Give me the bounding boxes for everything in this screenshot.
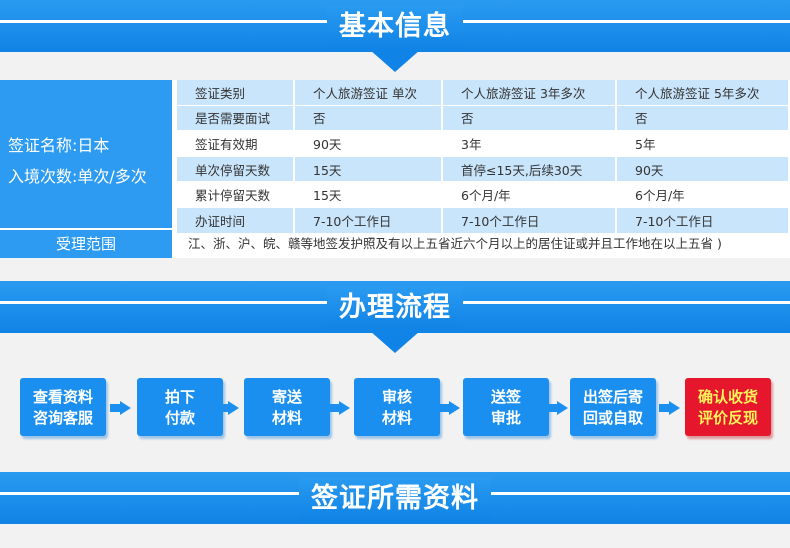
- cell-five-year: 7-10个工作日: [615, 207, 788, 234]
- step-line: 拍下: [164, 388, 195, 406]
- step-return-or-pickup: 出签后寄 回或自取: [570, 378, 656, 436]
- step-submit-approval: 送签 审批: [463, 378, 549, 436]
- cell-single: 7-10个工作日: [293, 207, 442, 234]
- cell-single: 15天: [293, 156, 442, 183]
- cell-three-year: 3年: [441, 130, 616, 157]
- table-row: 是否需要面试 否 否 否: [177, 105, 788, 132]
- table-row: 累计停留天数 15天 6个月/年 6个月/年: [177, 181, 788, 208]
- step-line: 材料: [271, 409, 302, 427]
- scope-label: 受理范围: [0, 230, 172, 258]
- cell-single: 否: [293, 105, 442, 132]
- step-line: 寄送: [271, 388, 302, 406]
- section-title: 办理流程: [0, 286, 790, 336]
- section-title: 签证所需资料: [0, 477, 790, 527]
- cell-five-year: 否: [615, 105, 788, 132]
- cell-single: 个人旅游签证 单次: [293, 80, 442, 106]
- arrow-right-icon: [659, 401, 681, 415]
- table-row: 单次停留天数 15天 首停≤15天,后续30天 90天: [177, 156, 788, 183]
- step-line: 付款: [164, 409, 195, 427]
- table-row: 办证时间 7-10个工作日 7-10个工作日 7-10个工作日: [177, 207, 788, 234]
- cell-single: 90天: [293, 130, 442, 157]
- visa-table: 签证类别 个人旅游签证 单次 个人旅游签证 3年多次 个人旅游签证 5年多次 是…: [177, 80, 788, 234]
- step-review-materials: 审核 材料: [354, 378, 440, 436]
- banner-arrow: [370, 331, 420, 353]
- step-view-materials: 查看资料 咨询客服: [20, 378, 106, 436]
- section-title: 基本信息: [0, 5, 790, 55]
- visa-info-panel: 签证名称:日本 入境次数:单次/多次 签证类别 个人旅游签证 单次 个人旅游签证…: [0, 80, 790, 258]
- step-line: 材料: [381, 409, 412, 427]
- process-flow: 查看资料 咨询客服 拍下 付款 寄送 材料 审核 材料 送签 审批 出签后寄 回…: [0, 346, 790, 466]
- section-banner-process: 办理流程: [0, 281, 790, 357]
- row-label: 累计停留天数: [177, 181, 294, 208]
- step-confirm-receipt: 确认收货 评价反现: [685, 378, 771, 436]
- arrow-right-icon: [110, 401, 132, 415]
- cell-three-year: 首停≤15天,后续30天: [441, 156, 616, 183]
- step-pay: 拍下 付款: [137, 378, 223, 436]
- step-line: 审批: [490, 409, 521, 427]
- arrow-right-icon: [329, 401, 351, 415]
- scope-text: 江、浙、沪、皖、赣等地签发护照及有以上五省近六个月以上的居住证或并且工作地在以上…: [188, 236, 722, 251]
- step-line: 出签后寄: [582, 388, 643, 406]
- cell-single: 15天: [293, 181, 442, 208]
- cell-three-year: 个人旅游签证 3年多次: [441, 80, 616, 106]
- step-line: 查看资料: [32, 388, 93, 406]
- step-line: 确认收货: [697, 388, 758, 406]
- cell-three-year: 6个月/年: [441, 181, 616, 208]
- row-label: 办证时间: [177, 207, 294, 234]
- step-line: 评价反现: [697, 409, 758, 427]
- visa-summary: 签证名称:日本 入境次数:单次/多次: [0, 80, 172, 228]
- arrow-right-icon: [547, 401, 569, 415]
- cell-three-year: 否: [441, 105, 616, 132]
- step-line: 回或自取: [582, 409, 643, 427]
- arrow-right-icon: [439, 401, 461, 415]
- acceptance-scope: 受理范围 江、浙、沪、皖、赣等地签发护照及有以上五省近六个月以上的居住证或并且工…: [0, 230, 790, 258]
- row-label: 签证有效期: [177, 130, 294, 157]
- step-send-materials: 寄送 材料: [244, 378, 330, 436]
- cell-three-year: 7-10个工作日: [441, 207, 616, 234]
- section-banner-basic-info: 基本信息: [0, 0, 790, 76]
- row-label: 单次停留天数: [177, 156, 294, 183]
- cell-five-year: 6个月/年: [615, 181, 788, 208]
- cell-five-year: 90天: [615, 156, 788, 183]
- cell-five-year: 个人旅游签证 5年多次: [615, 80, 788, 106]
- table-row: 签证类别 个人旅游签证 单次 个人旅游签证 3年多次 个人旅游签证 5年多次: [177, 80, 788, 106]
- arrow-right-icon: [218, 401, 240, 415]
- row-label: 签证类别: [177, 80, 294, 106]
- visa-name-label: 签证名称:日本: [8, 136, 110, 155]
- step-line: 送签: [490, 388, 521, 406]
- visa-entries-label: 入境次数:单次/多次: [8, 167, 147, 186]
- step-line: 审核: [381, 388, 412, 406]
- banner-arrow: [370, 50, 420, 72]
- table-row: 签证有效期 90天 3年 5年: [177, 130, 788, 157]
- row-label: 是否需要面试: [177, 105, 294, 132]
- cell-five-year: 5年: [615, 130, 788, 157]
- section-banner-materials: 签证所需资料: [0, 472, 790, 548]
- step-line: 咨询客服: [32, 409, 93, 427]
